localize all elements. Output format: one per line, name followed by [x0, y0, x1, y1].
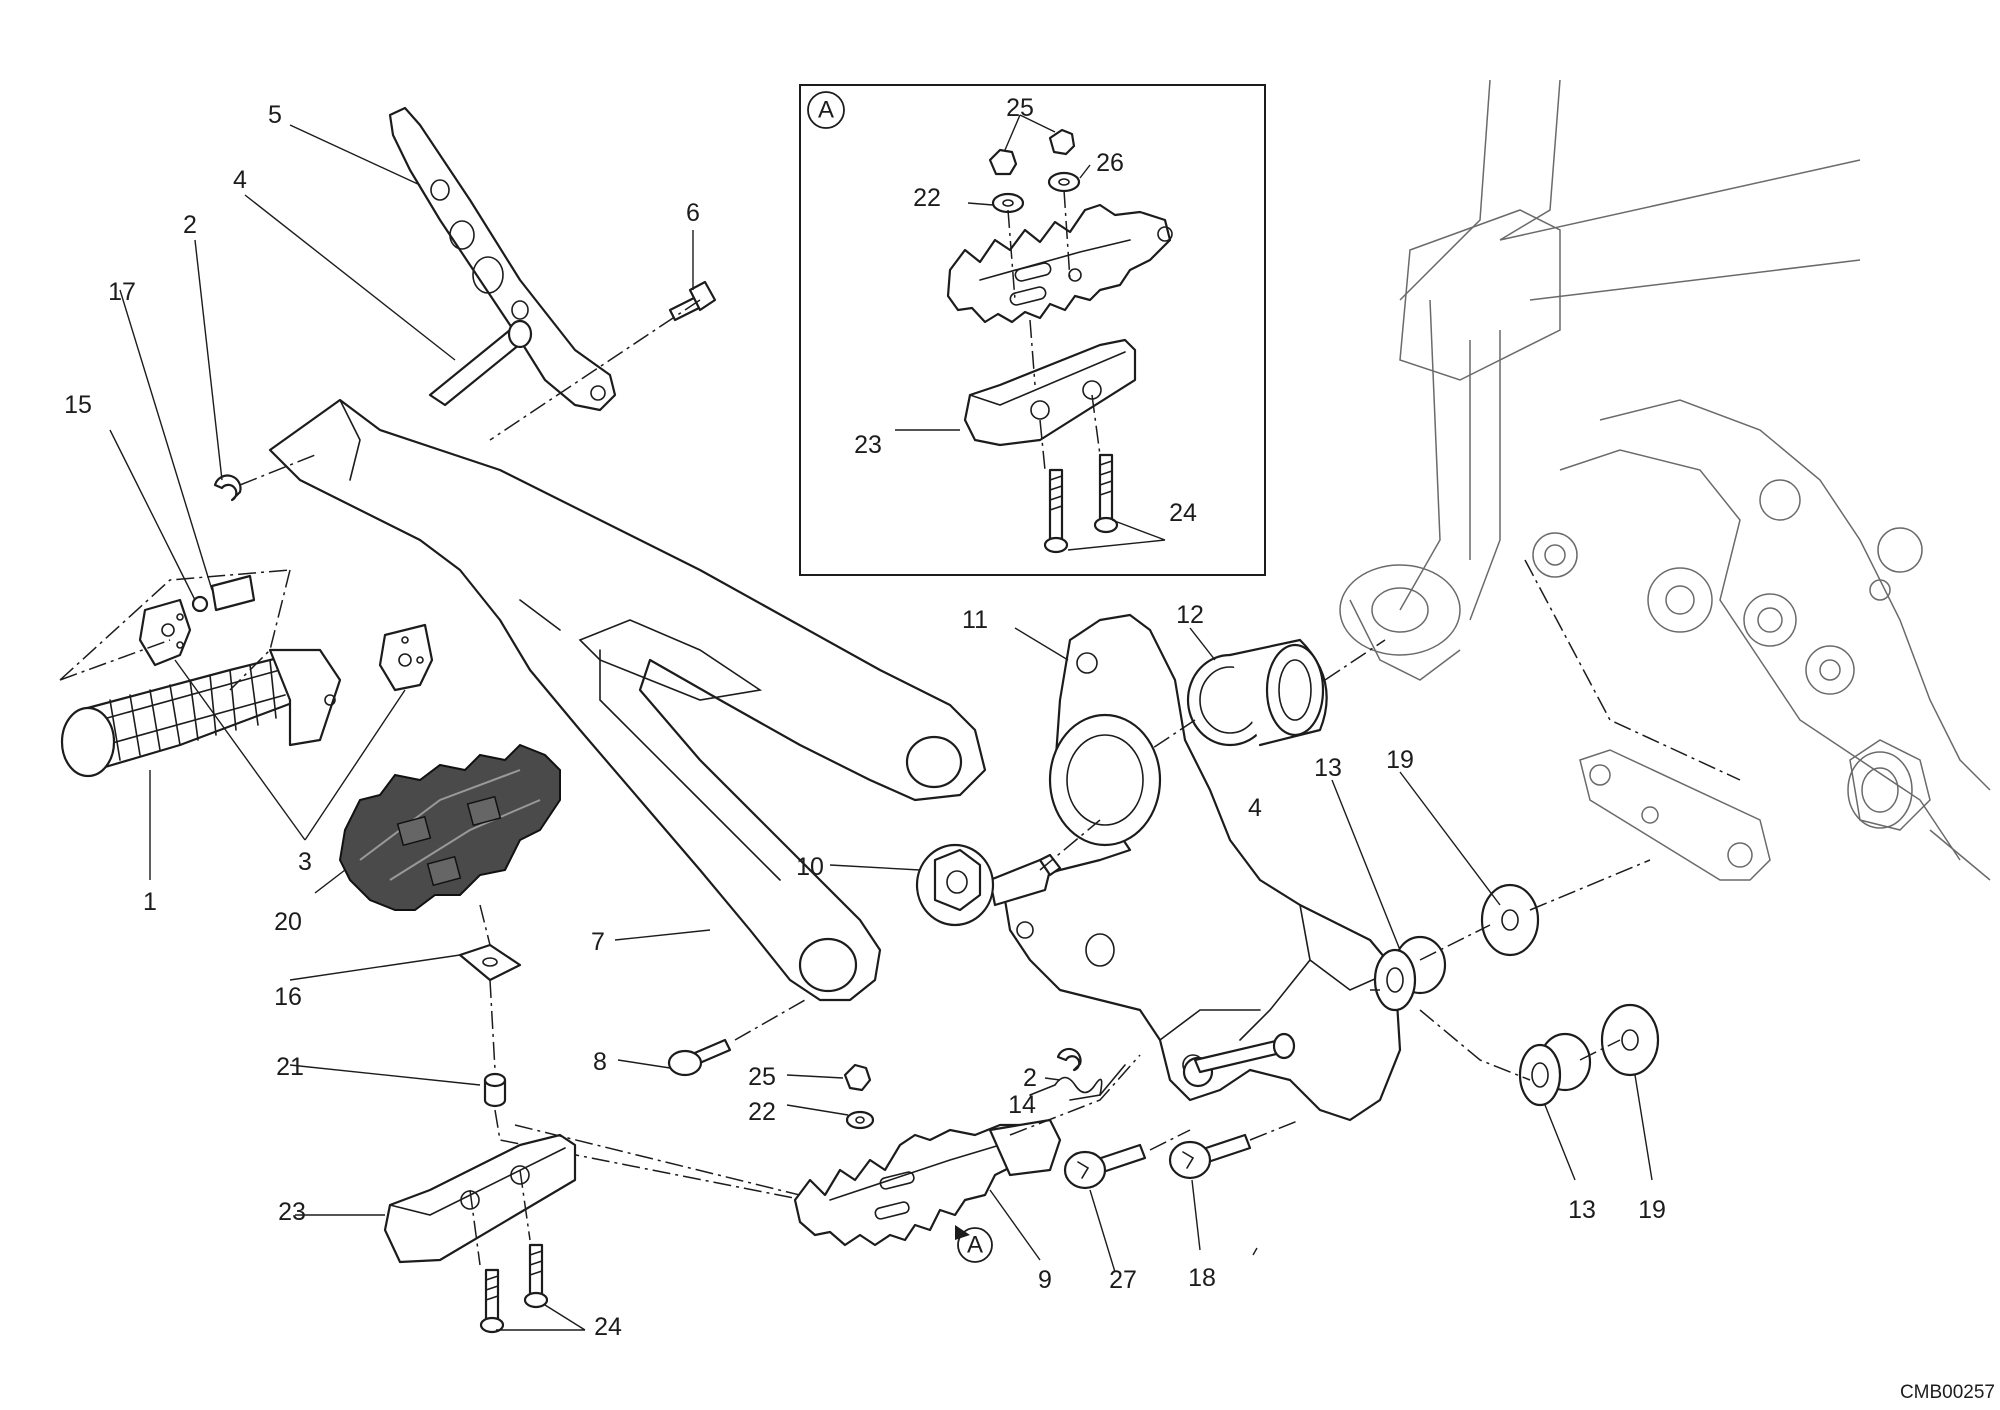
- rider-footpeg-rubber: [60, 648, 342, 778]
- callout-2-lower: 2: [1023, 1064, 1037, 1092]
- callout-5: 5: [268, 101, 282, 129]
- washer-19-lower: [1600, 1003, 1660, 1077]
- bolt-18: [1168, 1133, 1252, 1180]
- callout-21: 21: [276, 1053, 304, 1081]
- engine-mount-plate: [1579, 749, 1771, 881]
- callout-23-lower: 23: [278, 1198, 306, 1226]
- detail-a-washer-22: [991, 192, 1025, 214]
- detail-a-frame: [799, 84, 1266, 576]
- return-spring: [1029, 1064, 1126, 1101]
- footpeg-plate-left: [138, 598, 192, 667]
- callout-1: 1: [143, 888, 157, 916]
- callout-23-detail: 23: [854, 431, 882, 459]
- detent-spring: [210, 574, 256, 612]
- detail-a-ref-marker: [957, 1227, 993, 1263]
- callout-25-detail: 25: [1006, 94, 1034, 122]
- callout-2-upper: 2: [183, 211, 197, 239]
- callout-labels: 1 2 2 3 4 4 5 6 7 8 9 10 11 12 13 13 14 …: [64, 94, 1666, 1341]
- callout-4-lower: 4: [1248, 794, 1262, 822]
- detent-ball: [191, 595, 209, 613]
- heel-guard: [388, 106, 617, 412]
- callout-27: 27: [1109, 1266, 1137, 1294]
- detail-a-screw-left: [1043, 468, 1069, 554]
- nut-25: [843, 1063, 872, 1092]
- callout-22-detail: 22: [913, 184, 941, 212]
- callout-10: 10: [796, 853, 824, 881]
- circlip-lower: [1056, 1047, 1082, 1072]
- callout-13-lower: 13: [1568, 1196, 1596, 1224]
- detail-a-ref-label: A: [967, 1232, 983, 1259]
- bolt-8: [667, 1038, 732, 1077]
- nut-plate: [458, 943, 522, 982]
- callout-11: 11: [962, 606, 988, 634]
- bushing-13-lower: [1518, 1032, 1592, 1107]
- callout-8: 8: [593, 1048, 607, 1076]
- callout-18: 18: [1188, 1264, 1216, 1292]
- callout-13-upper: 13: [1314, 754, 1342, 782]
- callout-4-upper: 4: [233, 166, 247, 194]
- screw-24-right: [523, 1243, 549, 1309]
- callout-20: 20: [274, 908, 302, 936]
- bolt-10: [915, 843, 1062, 927]
- callout-25-lower: 25: [748, 1063, 776, 1091]
- detail-a-nut-left: [988, 148, 1018, 176]
- detail-a-rubber-pad: [963, 338, 1137, 447]
- centerline-mount: [1524, 559, 1741, 781]
- engine-case-outline: [1532, 399, 1991, 881]
- callout-26: 26: [1096, 149, 1124, 177]
- rubber-pad-lower: [383, 1133, 577, 1264]
- spacer-sleeve: [483, 1072, 507, 1108]
- bolt-27: [1063, 1143, 1147, 1190]
- callout-17: 17: [108, 278, 136, 306]
- rubber-footpeg-pad: [338, 743, 561, 911]
- frame-outline: [1339, 79, 1861, 681]
- bushing-12: [1186, 638, 1328, 747]
- callout-19-upper: 19: [1386, 746, 1414, 774]
- mount-plate: [1003, 613, 1402, 1122]
- callout-22-lower: 22: [748, 1098, 776, 1126]
- detail-a-washer-26: [1047, 171, 1081, 193]
- callout-14: 14: [1008, 1091, 1036, 1119]
- leader-lines: [109, 114, 1653, 1331]
- callout-19-lower: 19: [1638, 1196, 1666, 1224]
- washer-22: [845, 1110, 875, 1130]
- callout-24-detail: 24: [1169, 499, 1197, 527]
- footpeg-bracket: [268, 398, 987, 1002]
- drawing-code: CMB00257: [1900, 1382, 1995, 1403]
- detail-a-label: A: [818, 97, 834, 124]
- callout-24-lower: 24: [594, 1313, 622, 1341]
- callout-7: 7: [591, 928, 605, 956]
- screw-24-left: [479, 1268, 505, 1334]
- callout-12: 12: [1176, 601, 1204, 629]
- callout-6: 6: [686, 199, 700, 227]
- pivot-pin-lower: [1193, 1032, 1296, 1074]
- footpeg-plate-right: [378, 623, 434, 692]
- callout-15: 15: [64, 391, 92, 419]
- detail-a-nut-right: [1048, 128, 1076, 156]
- washer-19-upper: [1480, 883, 1540, 957]
- detail-a-marker: [807, 91, 845, 129]
- detail-a-footpeg: [946, 203, 1173, 324]
- callout-16: 16: [274, 983, 302, 1011]
- circlip-upper: [213, 474, 242, 502]
- callout-9: 9: [1038, 1266, 1052, 1294]
- folding-footpeg: [793, 1118, 1062, 1247]
- pivot-pin-upper: [428, 319, 533, 407]
- callout-3: 3: [298, 848, 312, 876]
- bushing-13-upper: [1373, 935, 1447, 1012]
